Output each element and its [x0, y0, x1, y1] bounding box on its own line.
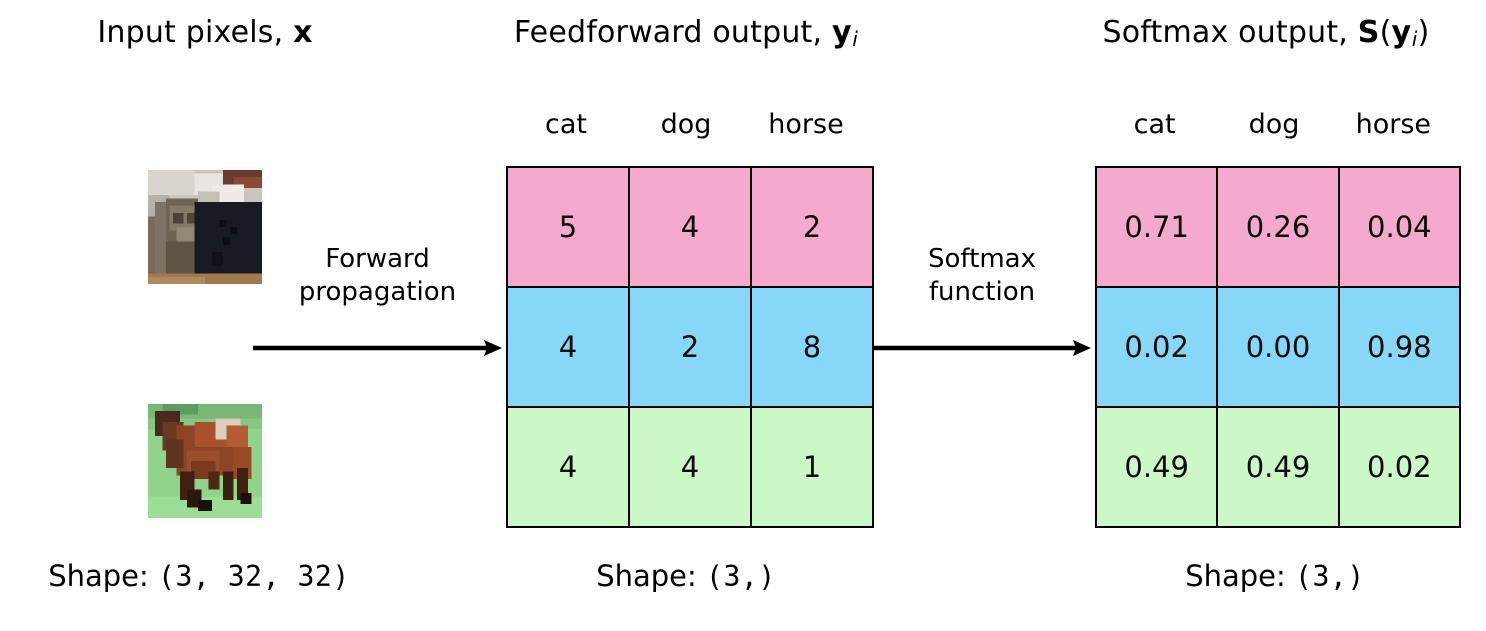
cell-horse: 8 — [750, 286, 874, 408]
feedforward-class-headers: cat dog horse — [506, 111, 866, 138]
cat-thumbnail — [148, 170, 262, 284]
cell-dog: 4 — [628, 406, 752, 528]
header-dog: dog — [1248, 109, 1300, 140]
softmax-shape-label: Shape: — [1185, 559, 1296, 593]
softmax-title-text: Softmax output, — [1102, 15, 1358, 50]
cell-horse: 0.98 — [1337, 286, 1461, 408]
header-horse: horse — [1355, 109, 1432, 140]
softmax-output-table: 0.71 0.26 0.04 0.02 0.00 0.98 0.49 0.49 … — [1094, 166, 1461, 528]
cell-dog: 0.00 — [1216, 286, 1340, 408]
header-cat: cat — [545, 109, 587, 140]
table-row: 0.49 0.49 0.02 — [1094, 406, 1461, 528]
cell-dog: 0.49 — [1216, 406, 1340, 528]
cell-horse: 1 — [750, 406, 874, 528]
softmax-title-symbol-y: y — [1391, 15, 1412, 50]
input-column-title: Input pixels, x — [0, 18, 410, 48]
softmax-class-headers: cat dog horse — [1095, 111, 1453, 138]
softmax-title-paren-close: ) — [1417, 15, 1430, 50]
forward-propagation-line2: propagation — [298, 277, 457, 308]
input-shape-label: Shape: — [48, 559, 159, 593]
cell-cat: 4 — [506, 286, 630, 408]
cell-cat: 0.02 — [1094, 286, 1219, 408]
horse-thumbnail — [148, 404, 262, 518]
header-cat: cat — [1133, 109, 1176, 140]
cell-dog: 0.26 — [1216, 166, 1340, 288]
table-row: 4 4 1 — [506, 406, 874, 528]
table-row: 5 4 2 — [506, 166, 874, 288]
feedforward-title-symbol: y — [832, 15, 852, 50]
softmax-function-line1: Softmax — [928, 244, 1036, 274]
softmax-title-paren-open: ( — [1379, 15, 1392, 50]
cell-dog: 4 — [628, 166, 752, 288]
cell-horse: 2 — [750, 166, 874, 288]
forward-propagation-line1: Forward — [325, 244, 430, 274]
softmax-function-line2: function — [928, 277, 1036, 308]
feedforward-title-text: Feedforward output, — [513, 15, 832, 50]
input-title-symbol: x — [293, 15, 313, 50]
softmax-shape-value: (3,) — [1295, 560, 1365, 593]
softmax-function-label: Softmax function — [862, 243, 1102, 310]
cell-horse: 0.04 — [1337, 166, 1461, 288]
input-shape-caption: Shape: (3, 32, 32) — [0, 562, 398, 591]
feedforward-shape-caption: Shape: (3,) — [511, 562, 861, 591]
feedforward-column-title: Feedforward output, yi — [466, 18, 906, 50]
softmax-shape-caption: Shape: (3,) — [1100, 562, 1450, 591]
input-shape-value: (3, 32, 32) — [158, 560, 350, 593]
table-row: 0.71 0.26 0.04 — [1094, 166, 1461, 288]
input-title-text: Input pixels, — [97, 15, 294, 50]
cell-cat: 4 — [506, 406, 630, 528]
feedforward-output-table: 5 4 2 4 2 8 4 4 1 — [506, 166, 874, 528]
feedforward-shape-label: Shape: — [596, 559, 707, 593]
header-dog: dog — [660, 109, 712, 140]
softmax-column-title: Softmax output, S(yi) — [1046, 18, 1486, 50]
cell-dog: 2 — [628, 286, 752, 408]
softmax-function-arrow — [872, 336, 1092, 360]
softmax-title-subscript: i — [1411, 27, 1418, 52]
cell-cat: 5 — [506, 166, 630, 288]
forward-propagation-label: Forward propagation — [245, 243, 510, 310]
forward-propagation-arrow — [253, 336, 503, 360]
feedforward-shape-value: (3,) — [706, 560, 776, 593]
table-row: 0.02 0.00 0.98 — [1094, 286, 1461, 408]
softmax-title-symbol-s: S — [1357, 15, 1380, 50]
header-horse: horse — [768, 109, 844, 140]
cell-horse: 0.02 — [1337, 406, 1461, 528]
feedforward-title-subscript: i — [852, 27, 859, 52]
table-row: 4 2 8 — [506, 286, 874, 408]
cell-cat: 0.71 — [1094, 166, 1219, 288]
cell-cat: 0.49 — [1094, 406, 1219, 528]
